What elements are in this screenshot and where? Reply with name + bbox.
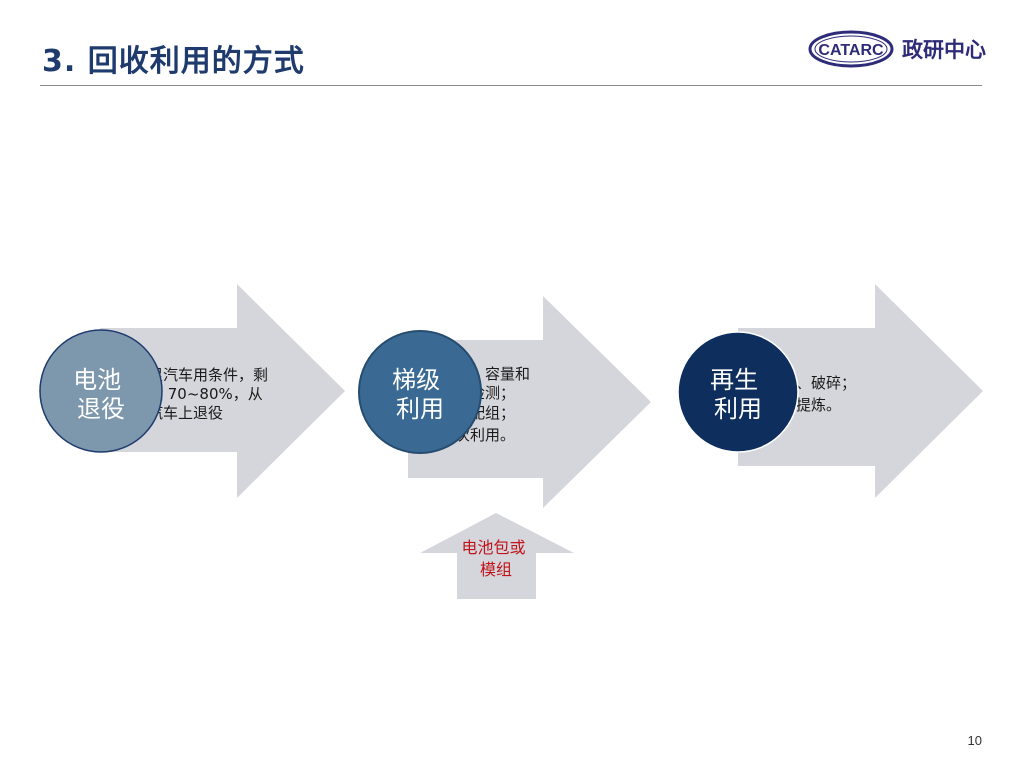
input-arrow-label-line-1: 电池包或	[461, 538, 525, 557]
step-1-circle	[39, 329, 163, 453]
input-arrow-label: 电池包或 模组	[461, 538, 530, 579]
step-3-label-line-1: 再生	[710, 366, 758, 394]
title-divider	[40, 85, 982, 86]
page-number: 10	[967, 733, 982, 748]
input-up-arrow	[420, 513, 574, 599]
step-2-label-line-2: 利用	[396, 395, 444, 423]
step-2-label-line-1: 梯级	[392, 366, 440, 394]
logo-mark: CATARC	[818, 42, 884, 59]
step-2-label: 梯级 利用	[392, 366, 448, 423]
input-arrow-label-line-2: 模组	[480, 560, 512, 579]
page-title: 3. 回收利用的方式	[42, 44, 305, 79]
step-3-label-line-2: 利用	[714, 395, 762, 423]
step-1-label-line-2: 退役	[77, 395, 125, 423]
step-1-label: 电池 退役	[73, 366, 129, 423]
logo: CATARC 政研中心	[808, 30, 986, 68]
step-3-circle	[677, 331, 799, 453]
step-3-label: 再生 利用	[710, 366, 766, 423]
step-arrow-3	[738, 284, 983, 498]
step-arrow-1	[100, 284, 345, 498]
step-2-circle	[358, 330, 482, 454]
catarc-logo-icon: CATARC	[808, 30, 894, 68]
step-1-label-line-1: 电池	[73, 366, 121, 394]
logo-text: 政研中心	[902, 38, 986, 62]
step-arrow-2	[408, 296, 651, 508]
